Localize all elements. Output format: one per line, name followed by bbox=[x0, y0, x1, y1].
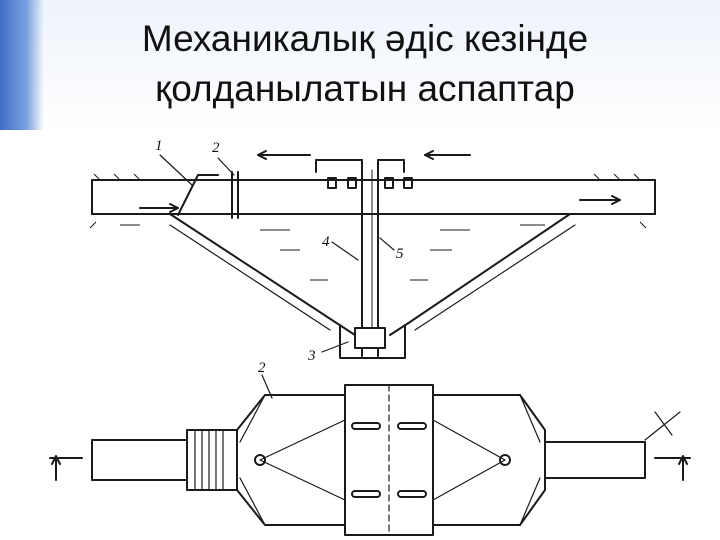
leader-2-plan bbox=[261, 374, 273, 399]
hopper-left-slope bbox=[91, 213, 356, 336]
inlet-gate bbox=[177, 174, 219, 216]
sand-trap-diagram: 1 2 4 5 3 2 bbox=[49, 138, 691, 536]
top-arrow-left-head bbox=[257, 150, 267, 160]
ground-slope-right bbox=[414, 224, 576, 331]
slot-2 bbox=[397, 422, 427, 430]
slide-header: Механикалық әдіс кезінде қолданылатын ас… bbox=[0, 0, 720, 130]
sump-pit bbox=[339, 324, 406, 359]
label-1: 1 bbox=[155, 138, 163, 154]
leader-3 bbox=[321, 341, 349, 353]
title-line-1: Механикалық әдіс кезінде bbox=[141, 18, 589, 59]
slot-1 bbox=[351, 422, 381, 430]
leader-2 bbox=[217, 157, 235, 176]
hydro-elevator bbox=[354, 327, 386, 349]
hinge-right bbox=[499, 454, 511, 466]
label-4: 4 bbox=[322, 234, 330, 250]
section-arrow-left-head bbox=[51, 455, 61, 465]
slot-3 bbox=[351, 490, 381, 498]
label-2: 2 bbox=[212, 140, 220, 156]
label-3: 3 bbox=[307, 348, 316, 364]
leader-4 bbox=[331, 241, 359, 261]
plan-view bbox=[49, 374, 691, 536]
slot-4 bbox=[397, 490, 427, 498]
inlet-pipe bbox=[91, 439, 188, 481]
pipe-4-bend bbox=[315, 159, 363, 173]
cross-mark-a bbox=[644, 411, 681, 441]
leader-5 bbox=[379, 237, 395, 251]
hinge-left bbox=[254, 454, 266, 466]
outlet-pipe bbox=[544, 441, 646, 479]
ground-slope-left bbox=[169, 224, 331, 331]
hopper-right-slope bbox=[389, 213, 656, 336]
header-accent-bar bbox=[0, 0, 44, 130]
cross-mark-b bbox=[654, 411, 673, 436]
valve-1 bbox=[327, 177, 337, 189]
soil-hatch bbox=[89, 173, 647, 229]
pipe-5-bend bbox=[377, 159, 405, 173]
label-2-plan: 2 bbox=[258, 360, 266, 376]
outflow-arrow-head bbox=[611, 195, 621, 205]
section-arrow-right-head bbox=[678, 455, 688, 465]
title-line-2: қолданылатын аспаптар bbox=[155, 68, 575, 109]
valve-3 bbox=[384, 177, 394, 189]
valve-4 bbox=[403, 177, 413, 189]
water-texture bbox=[120, 224, 545, 281]
inflow-arrow-head bbox=[169, 203, 179, 213]
section-view bbox=[91, 150, 656, 359]
top-arrow-right-head bbox=[424, 150, 434, 160]
label-5: 5 bbox=[396, 246, 404, 262]
valve-2 bbox=[347, 177, 357, 189]
left-chamber bbox=[236, 394, 346, 526]
bracing bbox=[239, 394, 541, 526]
leader-1 bbox=[159, 154, 193, 186]
slide-title: Механикалық әдіс кезінде қолданылатын ас… bbox=[60, 14, 670, 114]
diffuser-hatch bbox=[194, 429, 224, 491]
